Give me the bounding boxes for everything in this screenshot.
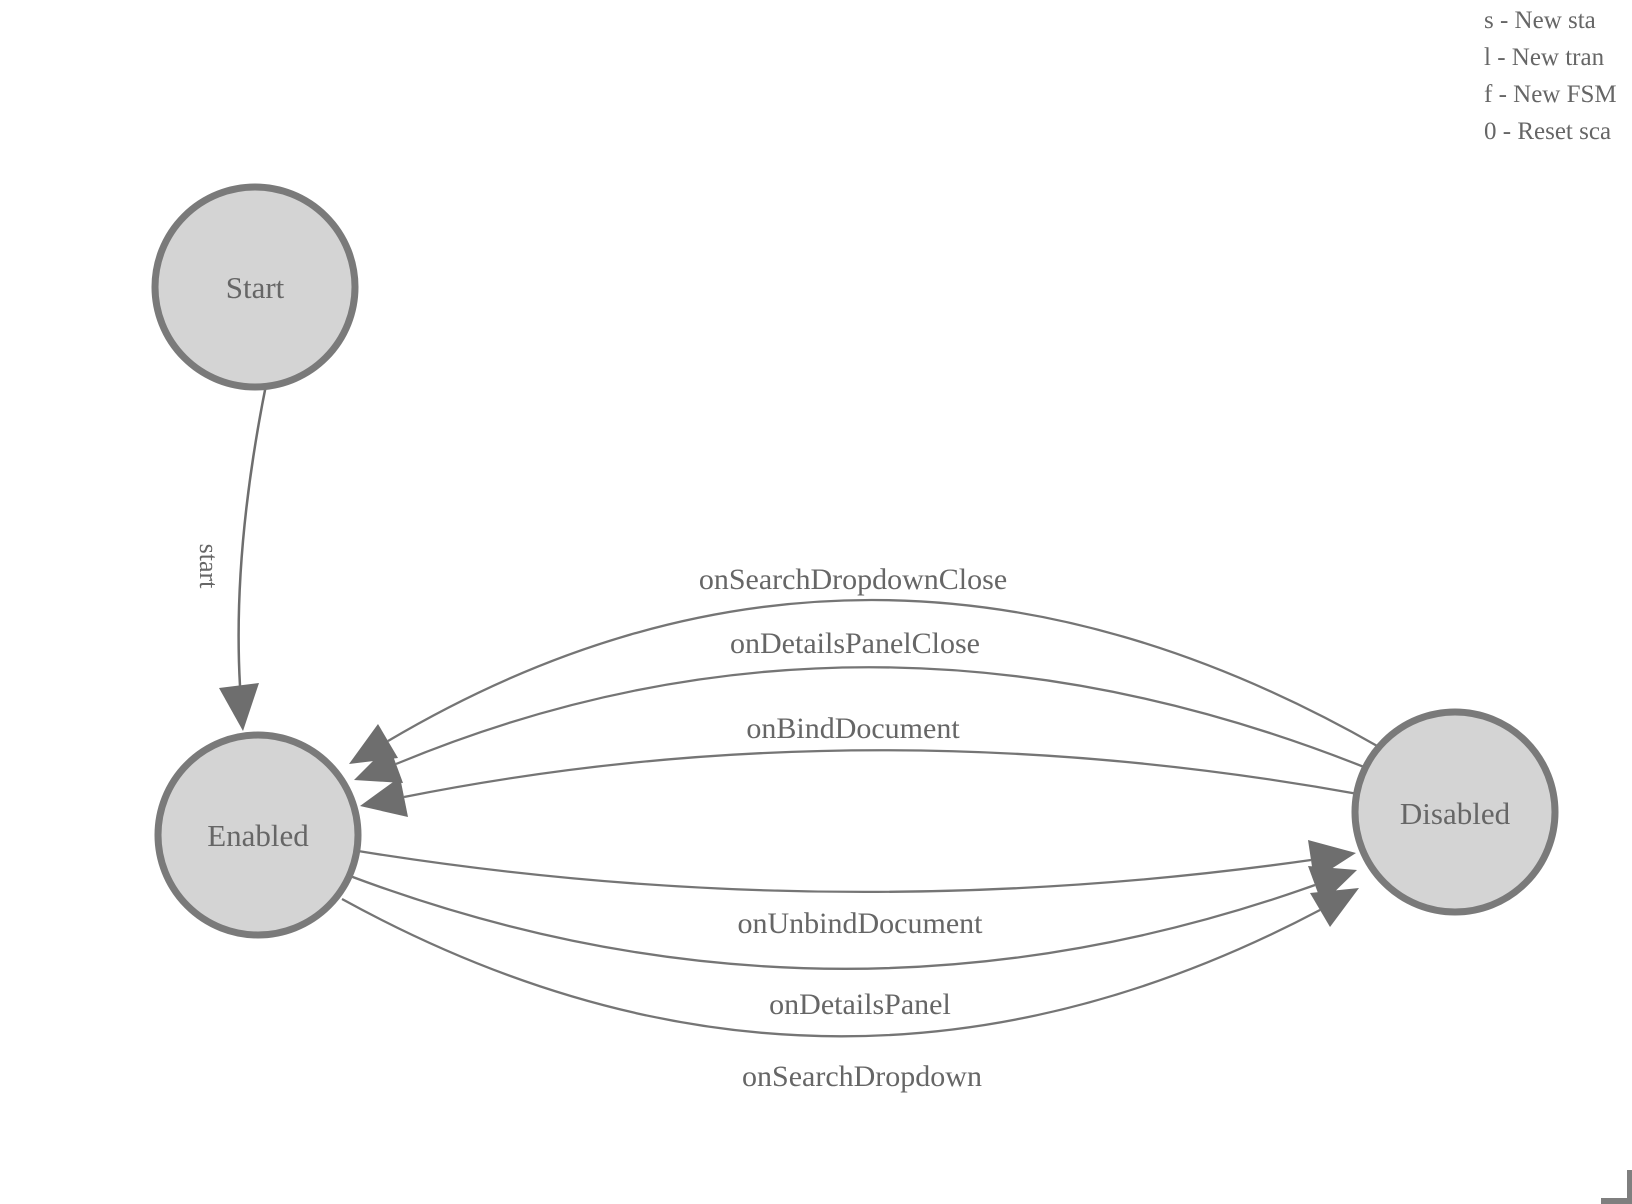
legend-line-new-fsm: f - New FSM	[1484, 81, 1617, 108]
edge-onSearchDropdownClose[interactable]: onSearchDropdownClose	[349, 563, 1380, 764]
edge-onSearchDropdown-path[interactable]	[341, 897, 1321, 1038]
edge-onDetailsPanel-path[interactable]	[349, 874, 1316, 970]
edge-onBindDocument-label[interactable]: onBindDocument	[746, 712, 960, 745]
edge-onSearchDropdownClose-path[interactable]	[387, 598, 1380, 748]
state-circle-disabled[interactable]	[1351, 708, 1559, 916]
state-node-start[interactable]: Start	[151, 183, 359, 391]
edge-onUnbindDocument[interactable]: onUnbindDocument	[357, 840, 1356, 940]
arrowhead-start	[219, 683, 259, 731]
edge-onUnbindDocument-label[interactable]: onUnbindDocument	[738, 907, 984, 940]
edge-onBindDocument-path[interactable]	[403, 749, 1359, 799]
arrowhead-onSearchDropdown	[1310, 888, 1359, 927]
state-circle-enabled[interactable]	[154, 731, 362, 939]
edge-onDetailsPanelClose-path[interactable]	[395, 666, 1370, 771]
corner-mark-horizontal	[1601, 1198, 1632, 1204]
edge-onDetailsPanel[interactable]: onDetailsPanel	[349, 866, 1357, 1021]
arrowhead-onBindDocument	[360, 777, 408, 817]
edge-start-path[interactable]	[237, 384, 268, 687]
legend-line-new-state: s - New sta	[1484, 7, 1596, 34]
legend-line-reset: 0 - Reset sca	[1484, 118, 1612, 145]
state-circle-start[interactable]	[151, 183, 359, 391]
arrowhead-onDetailsPanelClose	[354, 745, 403, 783]
state-node-disabled[interactable]: Disabled	[1351, 708, 1559, 916]
legend-line-new-transition: l - New tran	[1484, 44, 1605, 71]
edge-onDetailsPanel-label[interactable]: onDetailsPanel	[769, 988, 951, 1021]
partial-corner-mark	[1601, 1170, 1632, 1204]
edge-onDetailsPanelClose-label[interactable]: onDetailsPanelClose	[730, 627, 980, 660]
edge-start-label[interactable]: start	[194, 544, 223, 590]
edge-onSearchDropdownClose-label[interactable]: onSearchDropdownClose	[699, 563, 1007, 596]
edge-start[interactable]: start	[194, 384, 268, 731]
state-label-disabled: Disabled	[1400, 796, 1511, 831]
state-label-enabled: Enabled	[207, 818, 309, 853]
edge-onBindDocument[interactable]: onBindDocument	[360, 712, 1359, 817]
edge-onUnbindDocument-path[interactable]	[357, 849, 1312, 894]
edge-onSearchDropdown-label[interactable]: onSearchDropdown	[742, 1060, 982, 1093]
state-label-start: Start	[226, 270, 285, 305]
corner-mark-vertical	[1627, 1170, 1632, 1204]
state-node-enabled[interactable]: Enabled	[154, 731, 362, 939]
hotkey-legend: s - New sta l - New tran f - New FSM 0 -…	[1484, 2, 1617, 150]
edge-onDetailsPanelClose[interactable]: onDetailsPanelClose	[354, 627, 1370, 783]
edge-onSearchDropdown[interactable]: onSearchDropdown	[341, 888, 1359, 1093]
